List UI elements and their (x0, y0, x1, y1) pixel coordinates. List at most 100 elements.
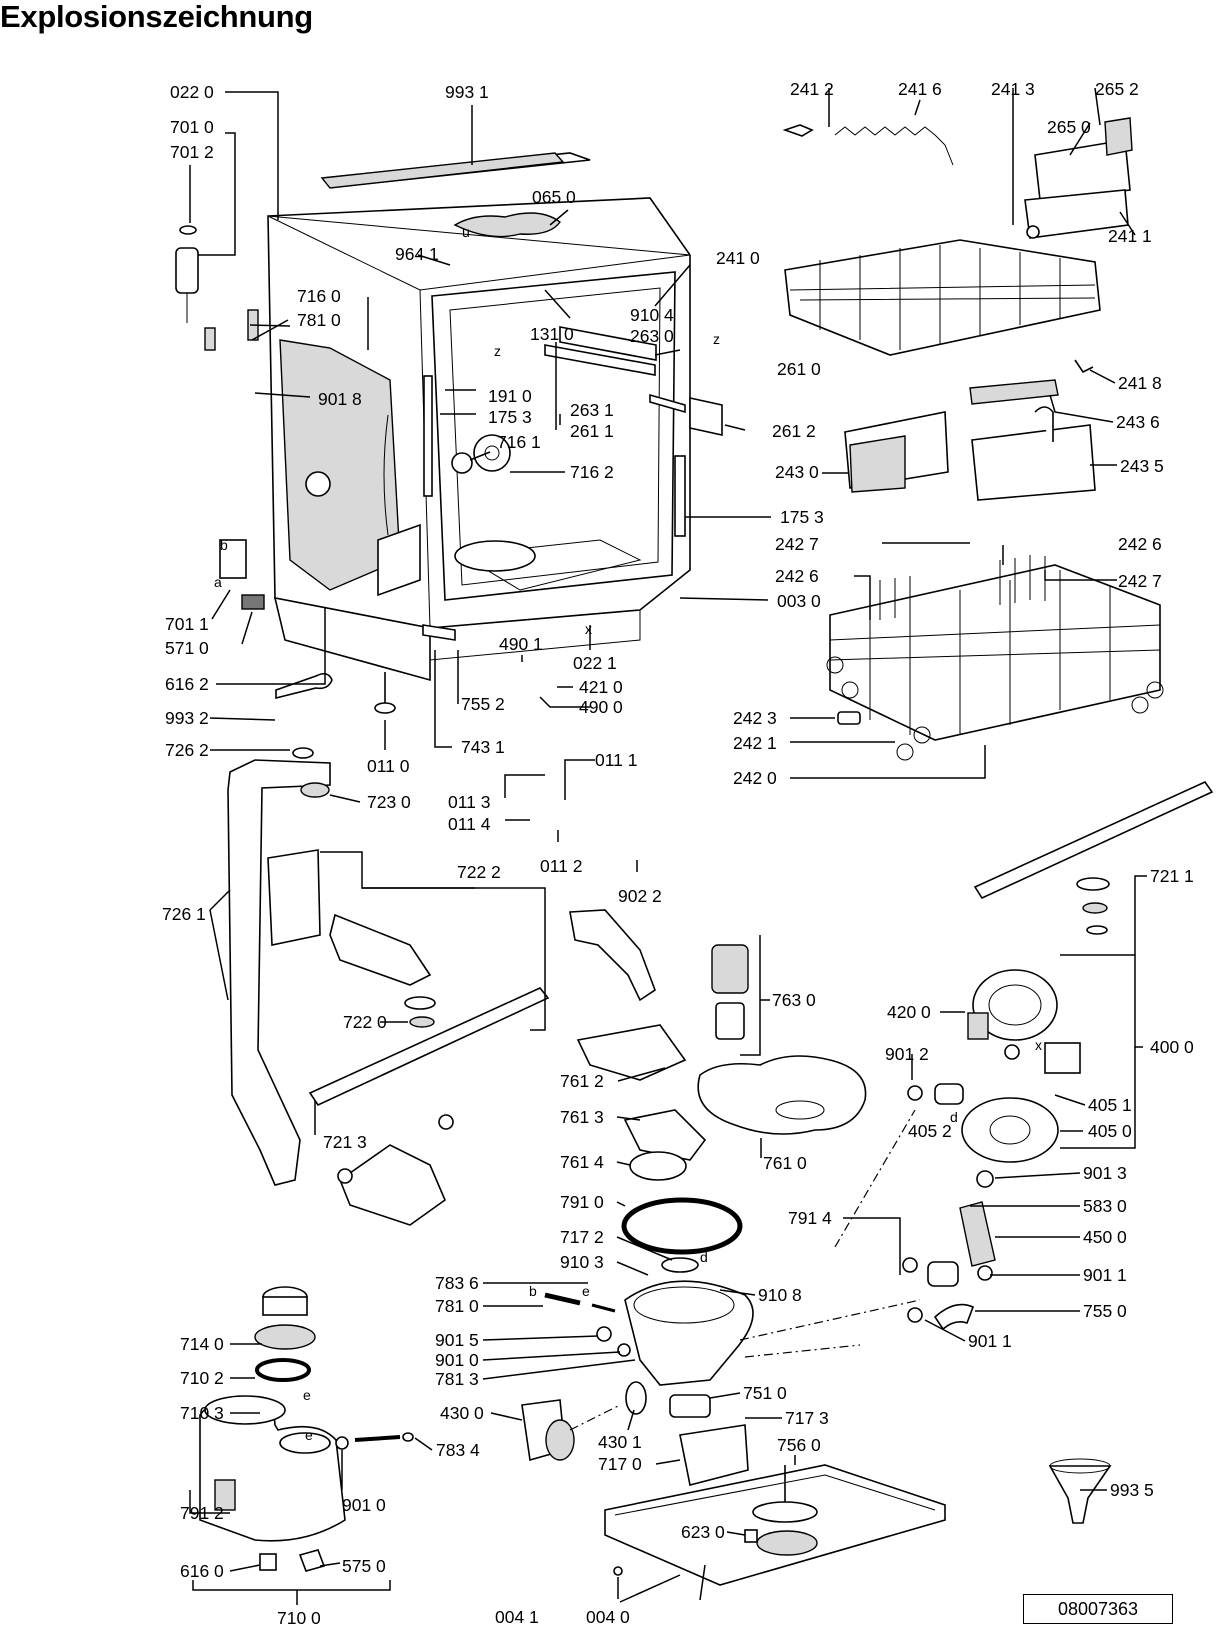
label-726-1: 726 1 (162, 904, 206, 924)
label-583-0: 583 0 (1083, 1196, 1127, 1216)
label-242-6-a: 242 6 (775, 566, 819, 586)
label-901-0-a: 901 0 (435, 1350, 479, 1370)
label-405-1: 405 1 (1088, 1095, 1132, 1115)
label-405-2: 405 2 (908, 1121, 952, 1141)
label-243-0: 243 0 (775, 462, 819, 482)
label-265-2: 265 2 (1095, 79, 1139, 99)
label-723-0: 723 0 (367, 792, 411, 812)
label-701-1: 701 1 (165, 614, 209, 634)
label-722-0: 722 0 (343, 1012, 387, 1032)
sump-assembly (521, 909, 1081, 1486)
label-430-1: 430 1 (598, 1432, 642, 1452)
label-993-2: 993 2 (165, 708, 209, 728)
label-261-1: 261 1 (570, 421, 614, 441)
label-901-5: 901 5 (435, 1330, 479, 1350)
label-241-1: 241 1 (1108, 226, 1152, 246)
label-901-1-a: 901 1 (1083, 1265, 1127, 1285)
spray-arms (227, 747, 1214, 1226)
label-261-2: 261 2 (772, 421, 816, 441)
label-575-0: 575 0 (342, 1556, 386, 1576)
label-241-0: 241 0 (716, 248, 760, 268)
label-761-3: 761 3 (560, 1107, 604, 1127)
label-420-0: 420 0 (887, 1002, 931, 1022)
lower-basket (826, 555, 1164, 761)
label-065-0: 065 0 (532, 187, 576, 207)
label-901-0-b: 901 0 (342, 1495, 386, 1515)
part-labels: 022 0 993 1 701 0 701 2 065 0 964 1 716 … (162, 79, 1194, 1628)
label-003-0: 003 0 (777, 591, 821, 611)
mark-u: u (462, 224, 470, 240)
label-263-1: 263 1 (570, 400, 614, 420)
label-716-1: 716 1 (497, 432, 541, 452)
label-964-1: 964 1 (395, 244, 439, 264)
label-791-2: 791 2 (180, 1503, 224, 1523)
mark-d-2: d (700, 1249, 708, 1265)
label-717-3: 717 3 (785, 1408, 829, 1428)
document-number: 08007363 (1023, 1594, 1173, 1624)
label-011-2: 011 2 (540, 856, 583, 876)
mark-x-1: x (585, 621, 592, 637)
label-993-5: 993 5 (1110, 1480, 1154, 1500)
label-004-0: 004 0 (586, 1607, 630, 1627)
label-616-0: 616 0 (180, 1561, 224, 1581)
mark-z-2: z (713, 331, 720, 347)
label-721-3: 721 3 (323, 1132, 367, 1152)
label-131-0: 131 0 (530, 324, 574, 344)
label-710-2: 710 2 (180, 1368, 224, 1388)
label-400-0: 400 0 (1150, 1037, 1194, 1057)
label-490-0: 490 0 (579, 697, 623, 717)
label-175-3-b: 175 3 (780, 507, 824, 527)
label-022-1: 022 1 (573, 653, 617, 673)
label-263-0: 263 0 (630, 326, 674, 346)
label-751-0: 751 0 (743, 1383, 787, 1403)
label-901-2: 901 2 (885, 1044, 929, 1064)
label-261-0: 261 0 (777, 359, 821, 379)
label-901-3: 901 3 (1083, 1163, 1127, 1183)
label-616-2: 616 2 (165, 674, 209, 694)
label-710-0: 710 0 (277, 1608, 321, 1628)
label-623-0: 623 0 (681, 1522, 725, 1542)
page-title: Explosionszeichnung (0, 0, 313, 34)
label-242-1: 242 1 (733, 733, 777, 753)
label-901-8: 901 8 (318, 389, 362, 409)
label-716-2: 716 2 (570, 462, 614, 482)
mark-z-1: z (494, 343, 501, 359)
tub-cabinet (175, 152, 723, 714)
label-910-4: 910 4 (630, 305, 674, 325)
label-243-5: 243 5 (1120, 456, 1164, 476)
leader-lines (189, 87, 1147, 1605)
label-571-0: 571 0 (165, 638, 209, 658)
label-242-6-b: 242 6 (1118, 534, 1162, 554)
label-755-2: 755 2 (461, 694, 505, 714)
label-490-1: 490 1 (499, 634, 543, 654)
label-791-0: 791 0 (560, 1192, 604, 1212)
mark-e-1: e (582, 1283, 590, 1299)
label-241-2: 241 2 (790, 79, 834, 99)
label-761-0: 761 0 (763, 1153, 807, 1173)
label-710-3: 710 3 (180, 1403, 224, 1423)
label-430-0: 430 0 (440, 1403, 484, 1423)
label-243-6: 243 6 (1116, 412, 1160, 432)
label-242-7-a: 242 7 (775, 534, 819, 554)
label-717-2: 717 2 (560, 1227, 604, 1247)
label-902-2: 902 2 (618, 886, 662, 906)
label-405-0: 405 0 (1088, 1121, 1132, 1141)
label-004-1: 004 1 (495, 1607, 539, 1627)
label-761-2: 761 2 (560, 1071, 604, 1091)
label-791-4: 791 4 (788, 1208, 832, 1228)
label-901-1-b: 901 1 (968, 1331, 1012, 1351)
mark-e-3: e (305, 1427, 313, 1443)
label-910-8: 910 8 (758, 1285, 802, 1305)
mark-e-2: e (303, 1387, 311, 1403)
label-781-0-top: 781 0 (297, 310, 341, 330)
letter-marks: u z z x b a x d e d b e e (214, 224, 1042, 1443)
upper-basket (782, 117, 1133, 501)
softener-assembly (199, 1286, 414, 1572)
label-993-1: 993 1 (445, 82, 489, 102)
label-716-0: 716 0 (297, 286, 341, 306)
mark-x-2: x (1035, 1037, 1042, 1053)
label-265-0: 265 0 (1047, 117, 1091, 137)
label-191-0: 191 0 (488, 386, 532, 406)
label-421-0: 421 0 (579, 677, 623, 697)
